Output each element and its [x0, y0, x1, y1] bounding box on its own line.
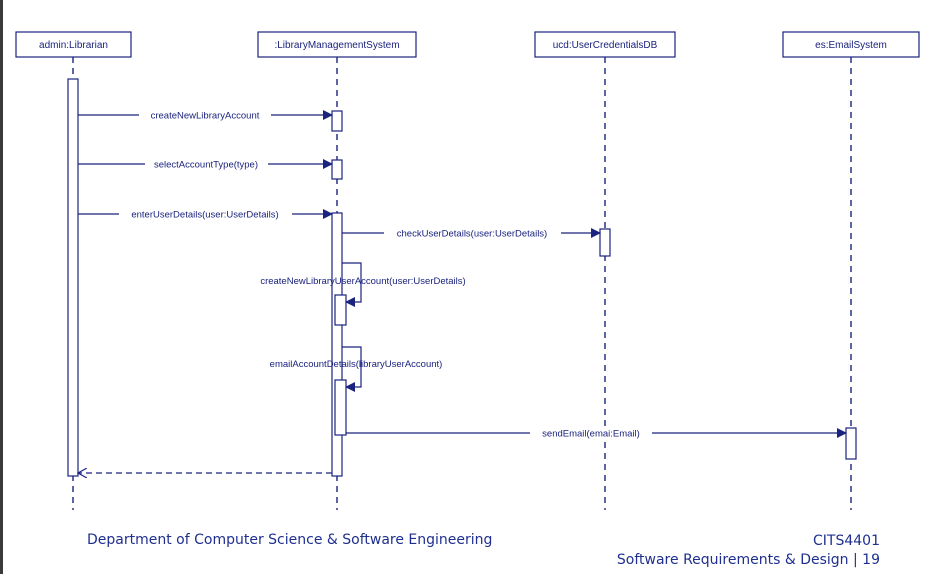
lifeline-label: ucd:UserCredentialsDB: [553, 40, 658, 51]
message-send-email: sendEmail(emai:Email): [346, 427, 847, 440]
message-select-account-type: selectAccountType(type): [78, 158, 333, 171]
footer-course-subtitle: Software Requirements & Design | 19: [616, 552, 880, 568]
message-email-account-details: emailAccountDetails(libraryUserAccount): [270, 346, 443, 392]
slide-edge: [0, 0, 3, 574]
sequence-diagram: admin:Librarian :LibraryManagementSystem…: [15, 31, 920, 510]
activation-lms-1: [331, 110, 343, 132]
message-create-library-user-account: createNewLibraryUserAccount(user:UserDet…: [260, 262, 466, 307]
activation-librarian: [67, 78, 79, 477]
activation-lms-main: [331, 212, 343, 477]
activation-lms-2: [331, 159, 343, 180]
footer-department: Department of Computer Science & Softwar…: [87, 532, 493, 548]
message-label: createNewLibraryAccount: [151, 111, 260, 122]
message-label: checkUserDetails(user:UserDetails): [397, 229, 547, 240]
footer-course-info: CITS4401 Software Requirements & Design …: [617, 532, 880, 570]
message-label: sendEmail(emai:Email): [542, 429, 640, 440]
lifeline-label: admin:Librarian: [39, 40, 108, 51]
activation-db: [599, 228, 611, 257]
lifeline-label: :LibraryManagementSystem: [274, 40, 399, 51]
lifeline-label: es:EmailSystem: [815, 40, 887, 51]
message-check-user-details: checkUserDetails(user:UserDetails): [342, 227, 601, 240]
activation-email: [845, 427, 857, 460]
lifeline-db: ucd:UserCredentialsDB: [534, 31, 676, 510]
message-enter-user-details: enterUserDetails(user:UserDetails): [78, 208, 333, 221]
activation-lms-nested-2: [334, 379, 347, 436]
message-label: enterUserDetails(user:UserDetails): [131, 210, 278, 221]
message-label: emailAccountDetails(libraryUserAccount): [270, 359, 443, 370]
message-label: selectAccountType(type): [154, 160, 258, 171]
message-label: createNewLibraryUserAccount(user:UserDet…: [260, 276, 465, 287]
activation-lms-nested-1: [334, 294, 347, 326]
footer-course-code: CITS4401: [813, 533, 880, 549]
message-create-account: createNewLibraryAccount: [78, 109, 333, 122]
